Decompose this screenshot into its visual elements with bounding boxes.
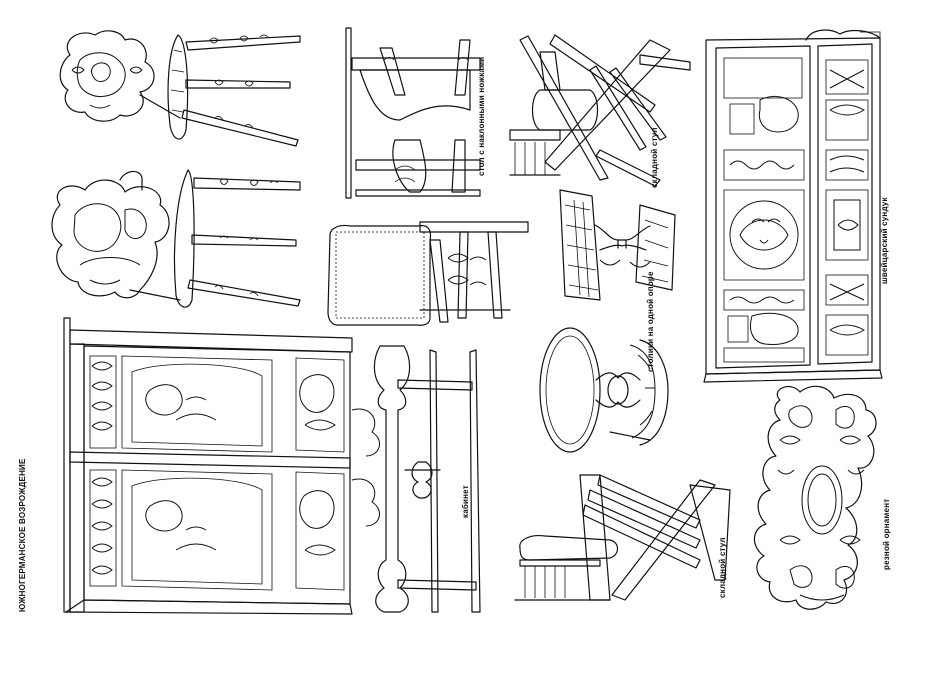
label-cabinet: кабинет (461, 485, 470, 518)
plate-title: ЮЖНОГЕРМАНСКОЕ ВОЗРОЖДЕНИЕ (18, 458, 27, 612)
folding-chair-top (509, 34, 691, 187)
label-folding-chair-top: складной стул (650, 127, 659, 188)
single-support-table-top (559, 189, 676, 301)
carved-chair-top (59, 30, 301, 147)
label-table-slanted-legs: стол с наклонными ножками (477, 56, 486, 176)
label-swiss-chest: швейцарский сундук (880, 197, 889, 284)
cabinet (63, 317, 481, 615)
carved-chair-middle (51, 169, 301, 308)
upholstered-chair (327, 221, 529, 326)
table-slanted-legs (345, 27, 481, 199)
label-carved-ornament: резной орнамент (882, 498, 891, 570)
carved-ornament (753, 385, 877, 610)
single-support-table-round (539, 327, 669, 453)
folding-chair-bottom (514, 474, 731, 601)
swiss-chest (703, 29, 883, 383)
label-folding-chair-bottom: складной стул (718, 537, 727, 598)
label-single-support-tables: столики на одной опоре (646, 271, 655, 372)
